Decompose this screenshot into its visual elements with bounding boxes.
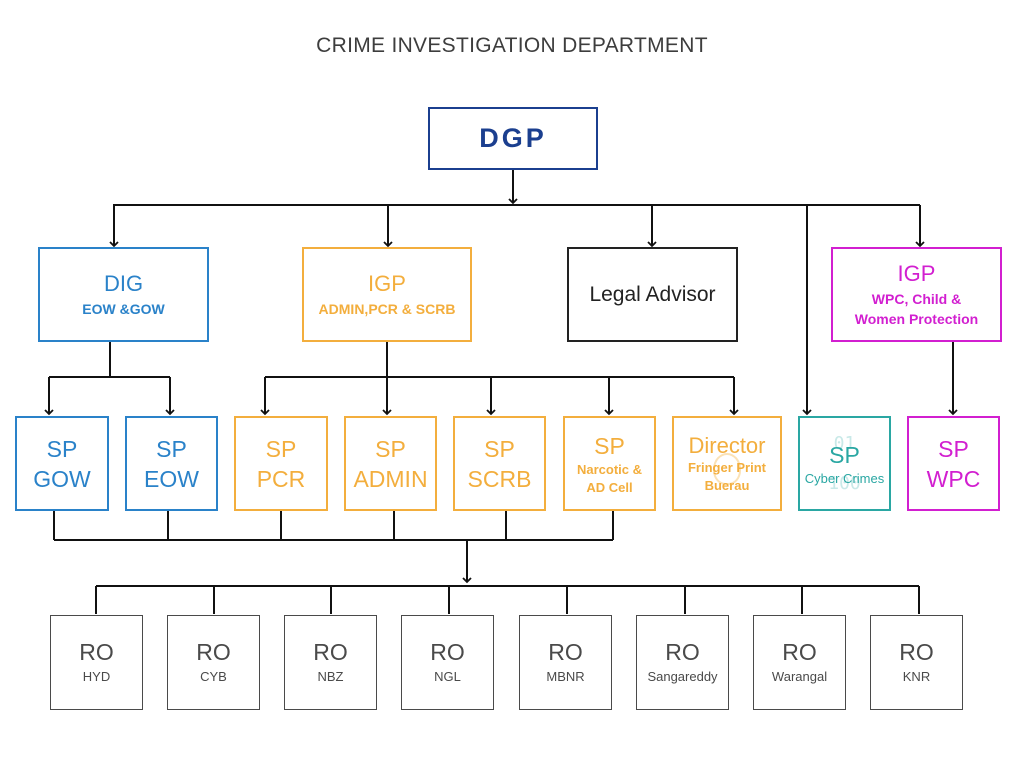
- sp-admin-line2: ADMIN: [353, 465, 428, 492]
- sp-cyber-line1: SP: [829, 441, 860, 468]
- ro-title: RO: [313, 639, 348, 665]
- ro-title: RO: [430, 639, 465, 665]
- sp-gow-line2: GOW: [33, 465, 91, 492]
- sp-wpc-line1: SP: [938, 435, 969, 462]
- sp-pcr-box: SP PCR: [234, 416, 328, 511]
- chart-title: CRIME INVESTIGATION DEPARTMENT: [316, 34, 708, 57]
- igp-wpc-title: IGP: [897, 260, 936, 286]
- ro-name: Warangal: [771, 669, 828, 684]
- ro-name: Sangareddy: [647, 669, 718, 684]
- sp-gow-box: SP GOW: [15, 416, 109, 511]
- sp-narcotic-line2: Narcotic &: [576, 461, 643, 477]
- sp-cyber-line2: Cyber Crimes: [804, 470, 885, 486]
- sp-gow-line1: SP: [46, 435, 78, 462]
- ro-name: CYB: [200, 669, 227, 684]
- ro-box-warangal: RO Warangal: [753, 615, 846, 710]
- ro-box-cyb: RO CYB: [167, 615, 260, 710]
- sp-eow-line2: EOW: [144, 465, 199, 492]
- igp-wpc-subtitle-1: WPC, Child &: [871, 290, 962, 307]
- sp-narcotic-box: SP Narcotic & AD Cell: [563, 416, 656, 511]
- igp-admin-title: IGP: [368, 270, 406, 296]
- sp-wpc-box: SP WPC: [907, 416, 1000, 511]
- ro-box-mbnr: RO MBNR: [519, 615, 612, 710]
- ro-name: HYD: [82, 669, 111, 684]
- sp-pcr-line1: SP: [265, 435, 297, 462]
- ro-box-nbz: RO NBZ: [284, 615, 377, 710]
- ro-box-sangareddy: RO Sangareddy: [636, 615, 729, 710]
- director-line1: Director: [688, 432, 766, 458]
- dig-box: DIG EOW &GOW: [38, 247, 209, 342]
- sp-cyber-box: 01 100 SP Cyber Crimes: [798, 416, 891, 511]
- sp-scrb-line1: SP: [484, 435, 515, 462]
- ro-title: RO: [899, 639, 934, 665]
- legal-advisor-title: Legal Advisor: [589, 282, 716, 306]
- igp-wpc-box: IGP WPC, Child & Women Protection: [831, 247, 1002, 342]
- sp-scrb-box: SP SCRB: [453, 416, 546, 511]
- director-line2: Fringer Print: [687, 459, 766, 475]
- legal-advisor-box: Legal Advisor: [567, 247, 738, 342]
- dgp-box: DGP: [428, 107, 598, 170]
- ro-name: NBZ: [317, 669, 344, 684]
- sp-eow-line1: SP: [156, 435, 187, 462]
- igp-wpc-subtitle-2: Women Protection: [854, 310, 979, 327]
- sp-narcotic-line3: AD Cell: [586, 479, 633, 495]
- sp-eow-box: SP EOW: [125, 416, 218, 511]
- sp-scrb-line2: SCRB: [467, 465, 532, 492]
- ro-title: RO: [548, 639, 583, 665]
- ro-name: MBNR: [546, 669, 585, 684]
- ro-title: RO: [665, 639, 700, 665]
- director-line3: Buerau: [704, 477, 750, 493]
- ro-title: RO: [196, 639, 231, 665]
- sp-wpc-line2: WPC: [926, 465, 981, 492]
- dgp-label: DGP: [479, 123, 547, 153]
- sp-narcotic-line1: SP: [594, 432, 625, 459]
- igp-admin-box: IGP ADMIN,PCR & SCRB: [302, 247, 472, 342]
- ro-box-hyd: RO HYD: [50, 615, 143, 710]
- ro-title: RO: [79, 639, 114, 665]
- ro-name: KNR: [902, 669, 931, 684]
- dig-subtitle: EOW &GOW: [82, 300, 165, 317]
- ro-name: NGL: [434, 669, 461, 684]
- ro-box-ngl: RO NGL: [401, 615, 494, 710]
- director-box: Director Fringer Print Buerau: [672, 416, 782, 511]
- sp-admin-line1: SP: [375, 435, 406, 462]
- sp-admin-box: SP ADMIN: [344, 416, 437, 511]
- dig-title: DIG: [103, 270, 144, 296]
- ro-box-knr: RO KNR: [870, 615, 963, 710]
- igp-admin-subtitle: ADMIN,PCR & SCRB: [318, 300, 456, 317]
- ro-title: RO: [782, 639, 817, 665]
- sp-pcr-line2: PCR: [256, 465, 306, 492]
